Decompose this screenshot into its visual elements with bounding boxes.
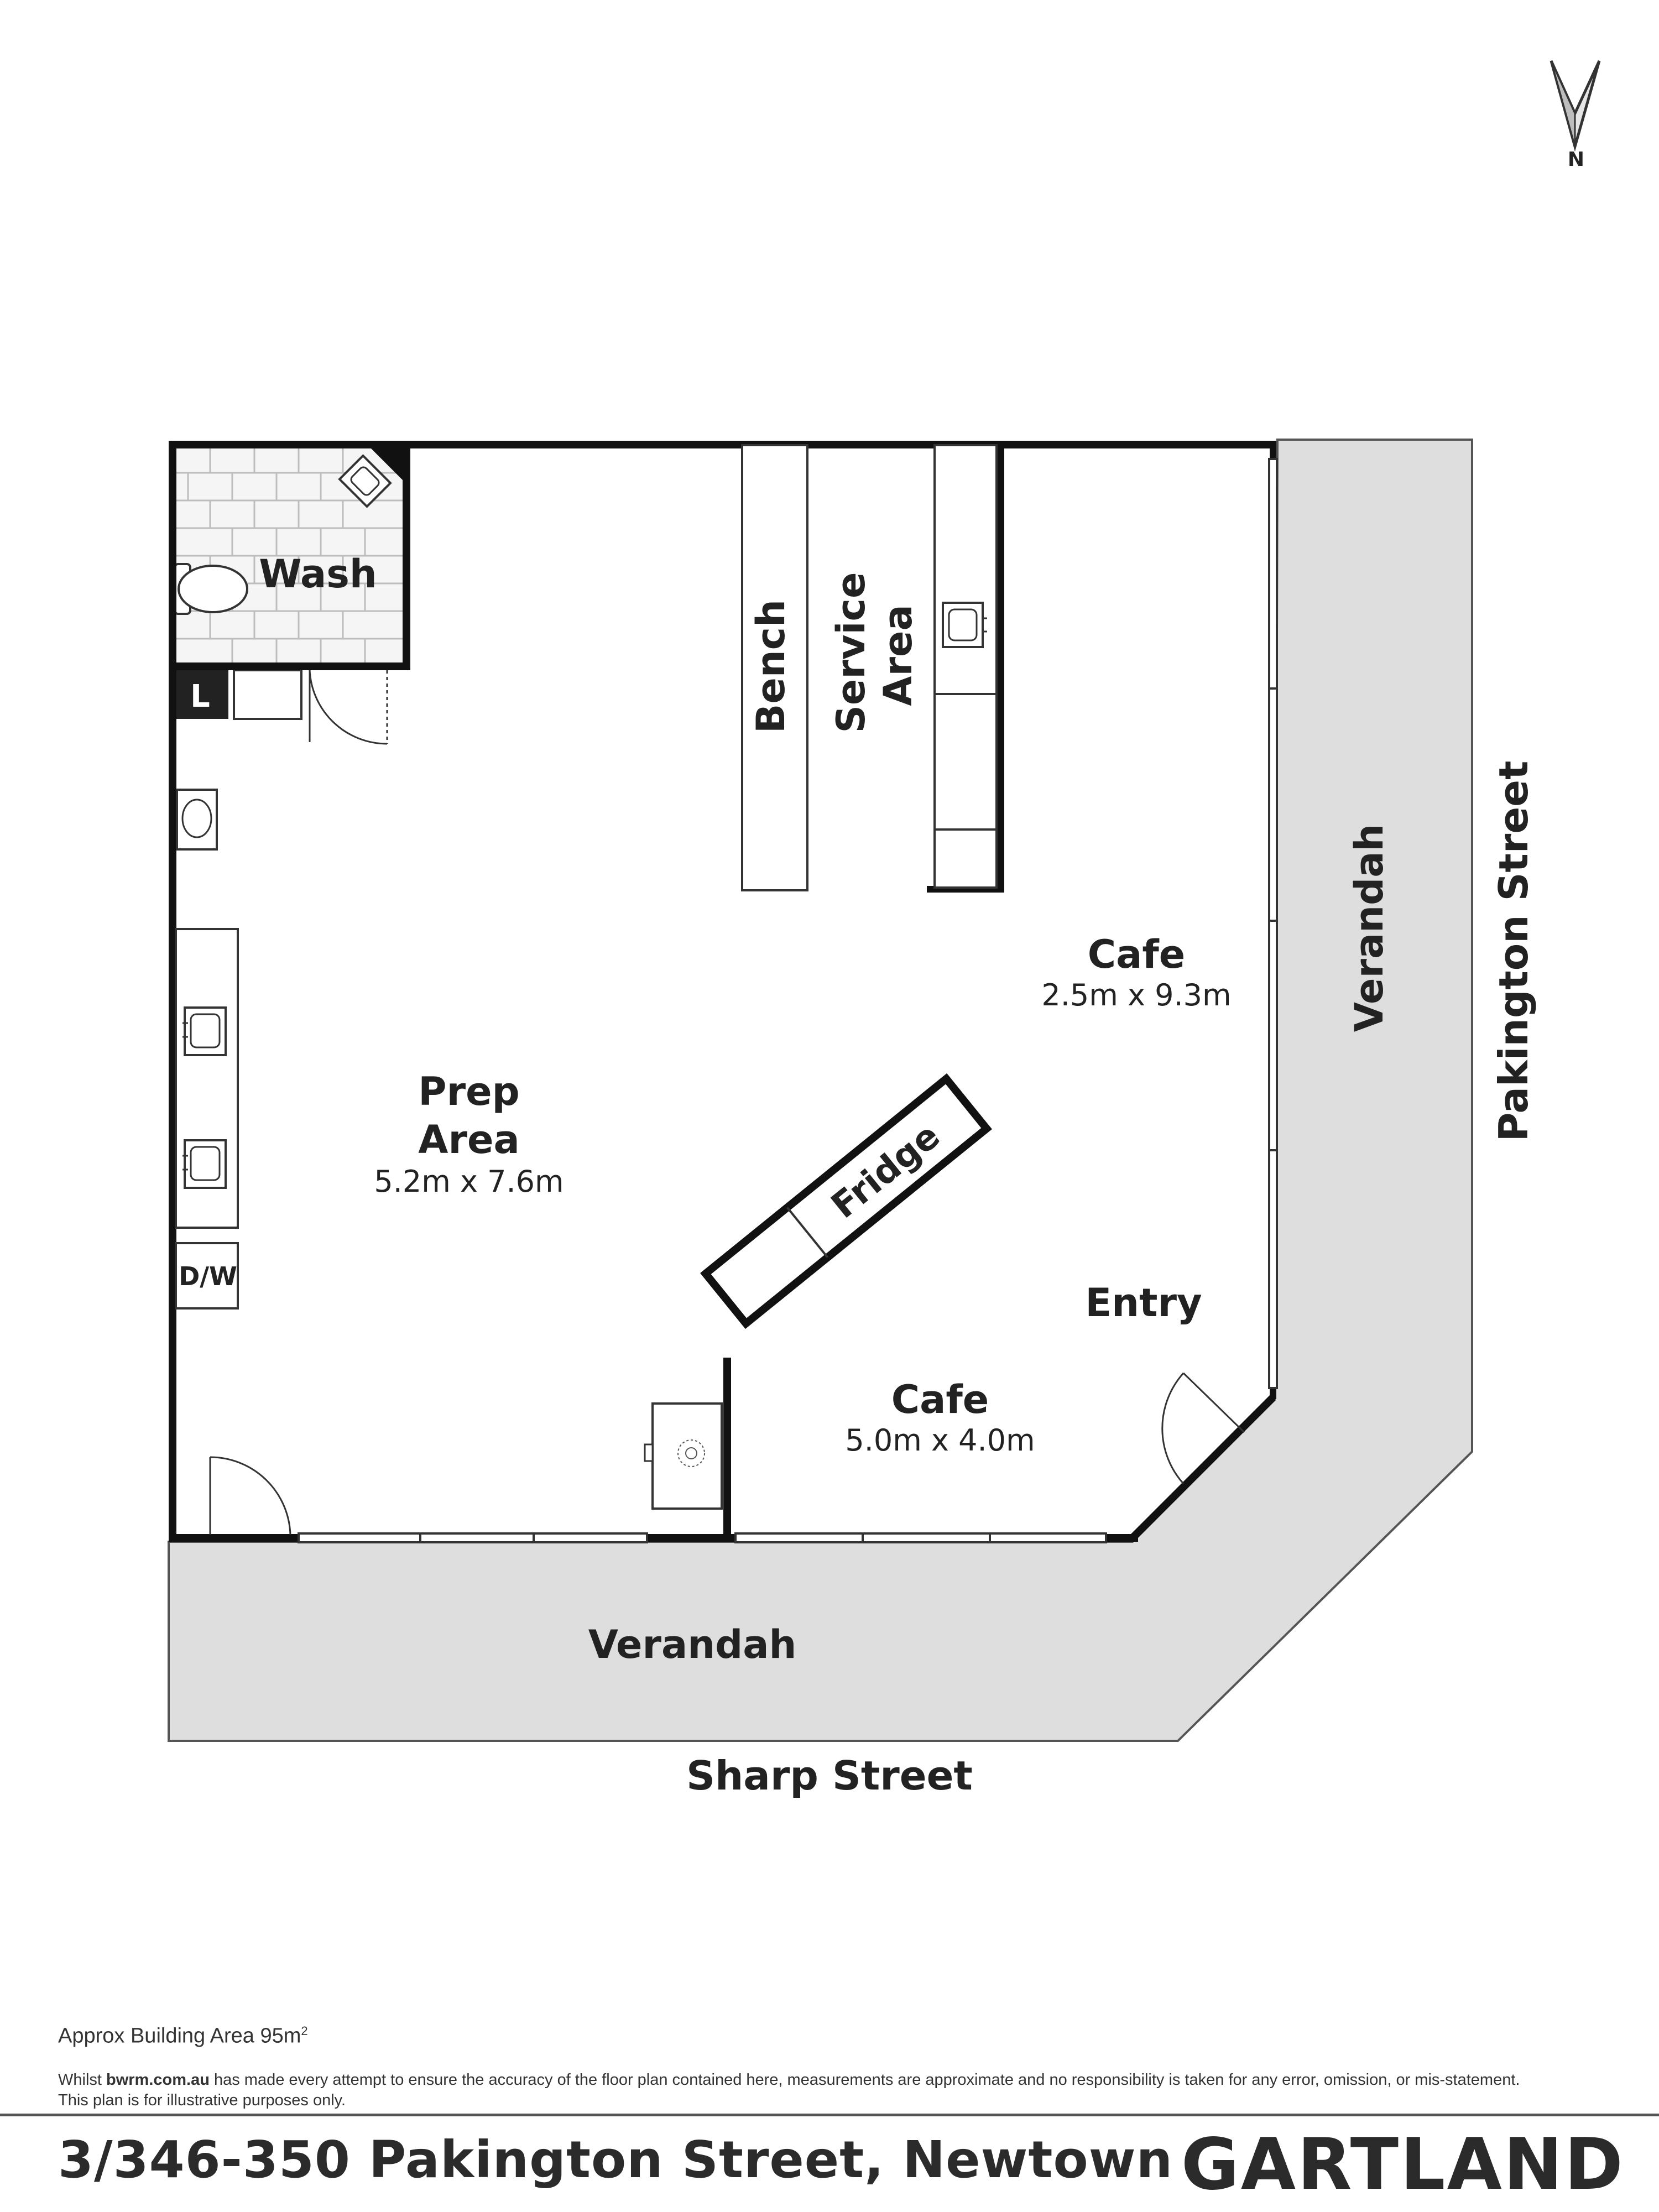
service-area-label-2: Area xyxy=(875,604,921,706)
door-wash xyxy=(309,670,388,745)
wash-basin-icon xyxy=(338,445,406,508)
street-south-label: Sharp Street xyxy=(686,1752,973,1799)
fridge: Fridge xyxy=(700,1073,992,1329)
brand-logo: GARTLAND xyxy=(1181,2124,1625,2206)
cafe-north-label: Cafe xyxy=(1088,932,1186,977)
dishwasher-label: D/W xyxy=(179,1261,237,1291)
south-windows xyxy=(298,1532,1107,1543)
cafe-south-label: Cafe xyxy=(891,1377,989,1422)
laundry-label: L xyxy=(190,679,210,714)
wash-label: Wash xyxy=(259,551,377,597)
dishwasher-box xyxy=(175,1242,239,1310)
laundry-bench xyxy=(233,669,302,720)
prep-area-dims: 5.2m x 7.6m xyxy=(374,1164,564,1199)
building-area-sup: 2 xyxy=(301,2024,308,2038)
prep-sink-2-icon xyxy=(182,1139,227,1189)
disclaimer-line2: This plan is for illustrative purposes o… xyxy=(58,2091,346,2109)
footer-divider xyxy=(0,2114,1659,2116)
door-prep-south xyxy=(209,1456,291,1535)
street-east-label: Pakington Street xyxy=(1490,761,1537,1142)
property-address: 3/346-350 Pakington Street, Newtown xyxy=(58,2130,1173,2189)
service-area-label-1: Service xyxy=(828,572,874,733)
disclaimer-prefix: Whilst xyxy=(58,2071,106,2089)
compass-label: N xyxy=(1568,148,1584,171)
door-entry xyxy=(1161,1372,1245,1484)
cafe-south-dims: 5.0m x 4.0m xyxy=(845,1423,1035,1458)
prep-area-label-1: Prep xyxy=(418,1069,519,1114)
disclaimer-site: bwrm.com.au xyxy=(106,2071,210,2089)
bench-label: Bench xyxy=(748,599,794,733)
entry-label: Entry xyxy=(1085,1280,1202,1326)
prep-area-label-2: Area xyxy=(418,1117,519,1162)
building-area-text: Approx Building Area 95m xyxy=(58,2024,301,2048)
hand-basin-icon xyxy=(176,789,218,851)
verandah-south-label: Verandah xyxy=(588,1622,797,1667)
service-sink-icon xyxy=(942,602,987,648)
appliance-fan-icon xyxy=(644,1402,723,1510)
toilet-icon xyxy=(174,563,248,615)
bench xyxy=(741,444,808,891)
service-counter xyxy=(933,444,998,889)
verandah-east-label: Verandah xyxy=(1347,824,1392,1032)
prep-sink-1-icon xyxy=(182,1006,227,1056)
east-windows xyxy=(1268,458,1278,1389)
laundry-box xyxy=(173,670,228,719)
building-area: Approx Building Area 95m2 xyxy=(58,2024,308,2048)
cafe-north-dims: 2.5m x 9.3m xyxy=(1041,978,1231,1013)
north-arrow-icon: N xyxy=(1550,60,1601,171)
disclaimer-rest: has made every attempt to ensure the acc… xyxy=(209,2071,1520,2089)
disclaimer: Whilst bwrm.com.au has made every attemp… xyxy=(58,2070,1629,2111)
